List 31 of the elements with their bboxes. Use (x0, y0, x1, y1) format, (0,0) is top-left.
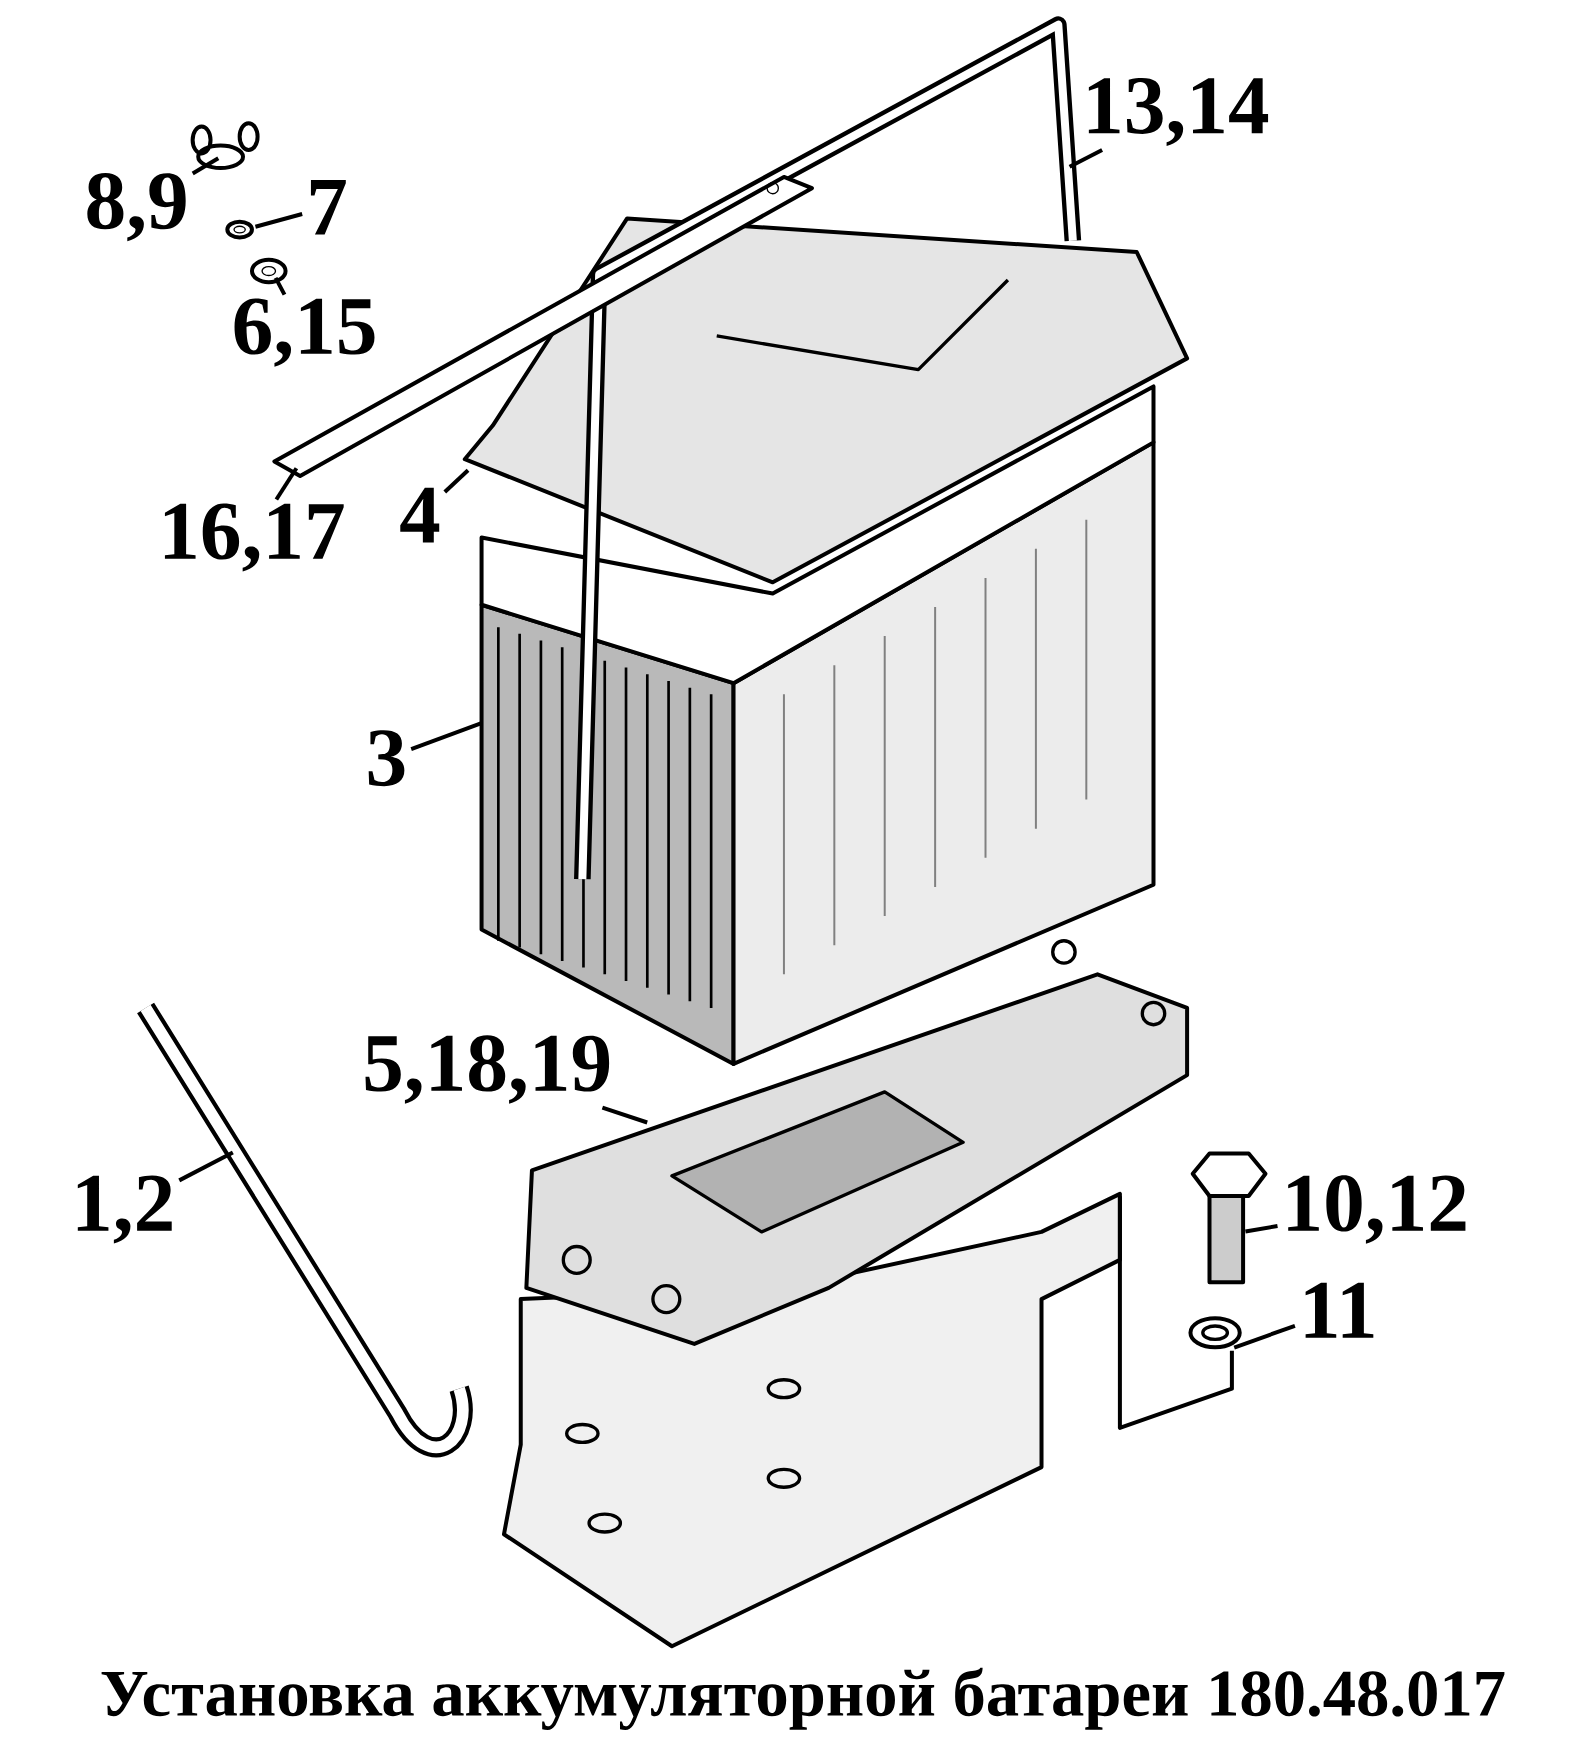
bolt-drawing (1190, 1151, 1268, 1285)
callout-number: 11 (1305, 1282, 1374, 1338)
leader-line (274, 467, 298, 501)
callout-number: 6,15 (234, 298, 375, 367)
leader-line (1233, 1323, 1296, 1350)
callout-number: 13,14 (1088, 78, 1268, 147)
leader-line (443, 468, 470, 494)
leader-line (1245, 1224, 1278, 1234)
leader-line (191, 156, 220, 176)
leader-line (601, 1105, 648, 1125)
leader-line (410, 721, 483, 751)
mount-drawing (501, 1191, 1122, 1649)
wing-nut-drawing (190, 121, 260, 170)
leader-line (1117, 1196, 1234, 1430)
washer-drawing (249, 257, 288, 285)
callout-number: 16,17 (164, 503, 344, 572)
callout-number: 10,12 (1288, 1175, 1466, 1244)
caption: Установка аккумуляторной батареи 180.48.017 (101, 1667, 1505, 1730)
spring-washer-drawing (1188, 1316, 1242, 1350)
callout-number: 4 (400, 487, 440, 543)
leader-line (254, 212, 303, 229)
callout-number: 3 (368, 730, 405, 787)
washer-drawing (225, 219, 254, 240)
lid-drawing (462, 216, 1189, 585)
callout-number: 1,2 (77, 1175, 172, 1244)
leader-line (1068, 148, 1103, 169)
leader-line (178, 1150, 234, 1183)
callout-number: 8,9 (87, 173, 186, 242)
callout-number: 7 (310, 179, 346, 235)
callout-number: 5,18,19 (365, 1035, 610, 1104)
leader-line (273, 276, 287, 296)
